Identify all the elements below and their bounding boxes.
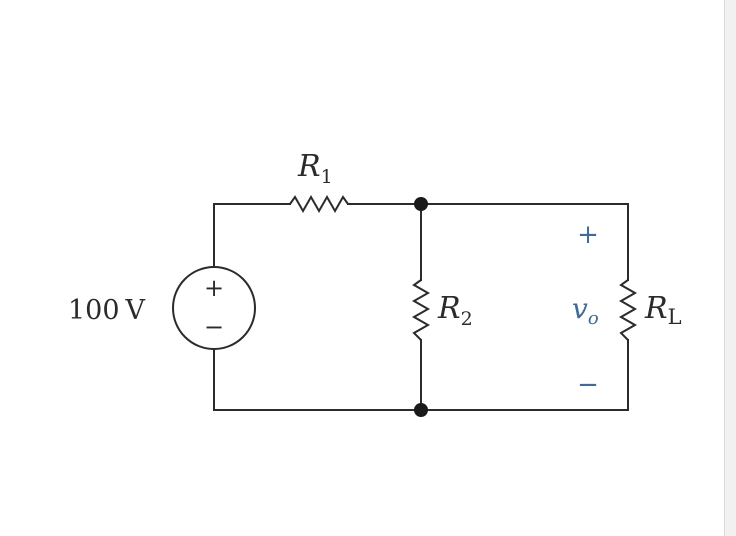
source-voltage-unit: V <box>125 295 146 326</box>
output-subscript: o <box>588 308 599 329</box>
r2-subscript: 2 <box>461 308 473 330</box>
output-minus-sign: − <box>577 370 599 400</box>
r2-letter: R <box>437 291 461 326</box>
r2-label: R2 <box>437 291 473 330</box>
rl-label: RL <box>644 291 682 329</box>
r1-letter: R <box>297 149 321 184</box>
source-voltage-value: 100 <box>68 295 120 326</box>
output-plus-sign: + <box>577 220 599 250</box>
resistor-r1 <box>289 194 349 214</box>
resistor-rl <box>618 279 638 341</box>
wires <box>213 203 629 411</box>
rl-subscript: L <box>668 305 682 329</box>
rl-letter: R <box>644 291 668 326</box>
voltage-source-circle <box>172 266 256 350</box>
r1-label: R1 <box>297 149 333 188</box>
resistor-r2 <box>411 279 431 341</box>
source-plus-sign: + <box>204 274 224 302</box>
r1-subscript: 1 <box>321 166 333 188</box>
output-letter: v <box>572 292 588 325</box>
source-minus-sign: − <box>204 313 224 341</box>
output-voltage-label: vo <box>572 292 599 329</box>
page-edge-scrollbar <box>724 0 736 536</box>
node-top <box>414 197 428 211</box>
node-bottom <box>414 403 428 417</box>
